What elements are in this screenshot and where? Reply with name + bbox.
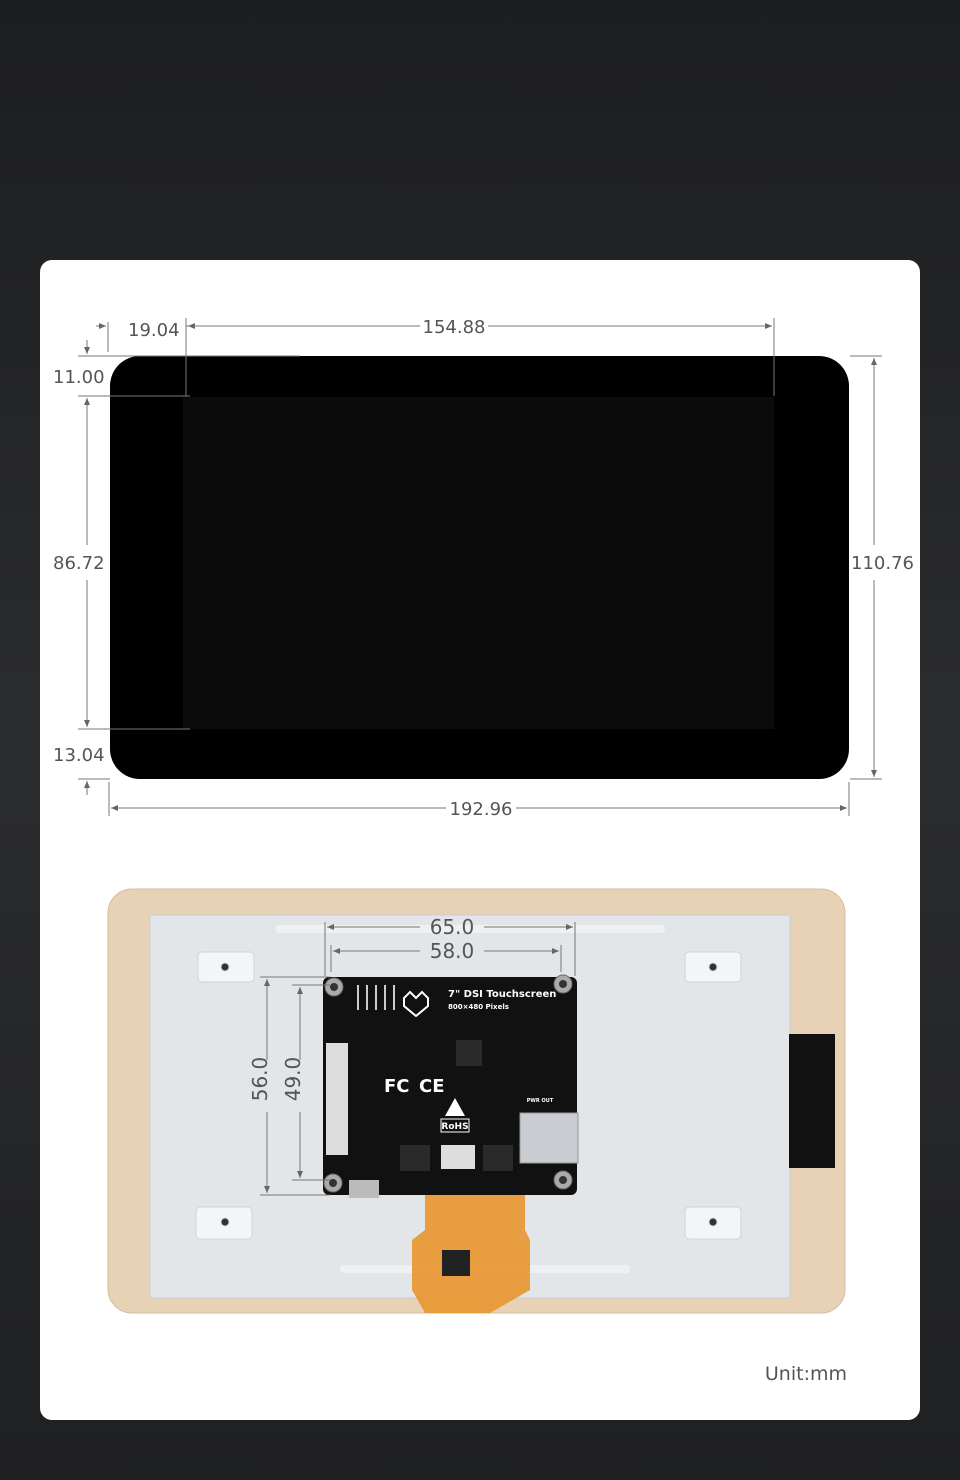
esd-icon xyxy=(445,1098,465,1116)
dim-overall-width: 192.96 xyxy=(450,799,513,820)
dim-active-height: 86.72 xyxy=(53,553,105,574)
fpc-cable xyxy=(412,1183,530,1313)
dsi-connector xyxy=(326,1043,348,1155)
dim-active-width: 154.88 xyxy=(423,317,486,338)
mounting-tabs xyxy=(195,951,742,1240)
dim-bottom-bezel: 13.04 xyxy=(53,745,105,766)
dim-top-offset: 19.04 xyxy=(128,320,180,341)
driver-pcb: 7" DSI Touchscreen 800×480 Pixels FC CE … xyxy=(323,974,579,1198)
dim-hole-inner-x: 58.0 xyxy=(430,939,475,963)
pcb-title: 7" DSI Touchscreen xyxy=(448,989,556,1000)
dim-overall-height: 110.76 xyxy=(851,553,914,574)
dim-hole-outer-x: 65.0 xyxy=(430,915,475,939)
dim-top-bezel: 11.00 xyxy=(53,367,105,388)
back-dimension-lines xyxy=(260,922,576,1196)
rohs-mark: RoHS xyxy=(441,1122,468,1132)
front-view: 19.04 154.88 11.00 86.72 13.04 110.76 19… xyxy=(53,317,914,820)
active-area xyxy=(183,397,774,729)
pwr-out-label: PWR OUT xyxy=(527,1098,554,1104)
dim-hole-outer-y: 56.0 xyxy=(248,1057,272,1102)
ce-mark: CE xyxy=(419,1076,445,1097)
back-view: 7" DSI Touchscreen 800×480 Pixels FC CE … xyxy=(107,888,846,1314)
usb-a-port xyxy=(519,1112,579,1164)
fpc-chip xyxy=(442,1250,470,1276)
side-connector xyxy=(789,1034,835,1168)
unit-label: Unit:mm xyxy=(765,1363,847,1385)
fc-mark: FC xyxy=(384,1076,410,1097)
dim-hole-inner-y: 49.0 xyxy=(281,1057,305,1102)
pcb-subtitle: 800×480 Pixels xyxy=(448,1003,509,1011)
brand-logo xyxy=(403,990,429,1018)
dimension-lines xyxy=(78,318,882,816)
micro-usb-port xyxy=(349,1180,379,1198)
